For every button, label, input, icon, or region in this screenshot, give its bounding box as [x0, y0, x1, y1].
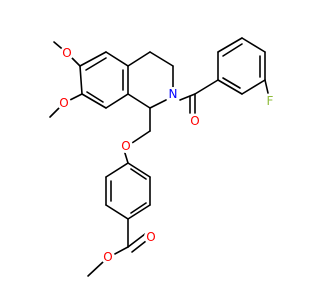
bond-ring4-d — [127, 204, 151, 220]
atom-o-ester-label: O — [103, 250, 112, 264]
bond-ring4-double-3 — [130, 168, 147, 180]
bond-ring1-e — [81, 93, 107, 109]
atom-o-ester-carbonyl: O — [144, 230, 158, 244]
atom-o-methoxy-top-label: O — [62, 46, 71, 60]
atom-o-methoxy-top-background — [60, 46, 74, 60]
bond-ring1-double-1 — [85, 57, 107, 71]
atom-o-ester-carbonyl-background — [144, 230, 158, 244]
atom-f-label: F — [267, 94, 274, 108]
bond-n-ch — [149, 99, 167, 109]
bond-ester-c-o-1 — [127, 233, 146, 248]
bond-ring3-double-3 — [222, 77, 241, 89]
bond-ch2-2 — [149, 51, 174, 67]
atom-o-methoxy-top: O — [60, 46, 74, 60]
atom-f: F — [263, 94, 277, 108]
atom-o-ester-background — [101, 250, 115, 264]
bond-ring4-c — [105, 204, 129, 220]
bond-ring3-b — [217, 37, 243, 53]
atom-o-carbonyl-amide-background — [188, 114, 202, 128]
atom-o-ether-label: O — [121, 139, 130, 153]
atom-o-ester-carbonyl-label: O — [146, 230, 155, 244]
bond-ring1-d — [105, 93, 129, 109]
atom-n-ring-background — [166, 87, 180, 101]
atom-f-background — [263, 94, 277, 108]
bond-ester-o-methyl — [87, 261, 104, 277]
bond-ring3-f — [217, 79, 243, 95]
bond-ring3-e — [241, 79, 266, 95]
bond-layer — [49, 37, 269, 277]
bond-ester-c-o-single — [112, 246, 129, 256]
bond-ch2-o-ether — [131, 130, 151, 144]
bond-ring3-c — [241, 37, 266, 53]
bond-ring1-double-3 — [86, 91, 104, 103]
atom-o-ether: O — [119, 139, 133, 153]
bond-ch-ring — [127, 93, 151, 109]
atom-o-methoxy-bottom-background — [57, 96, 71, 110]
bond-ring4-double-2 — [130, 202, 147, 214]
bond-ring4-f — [127, 162, 151, 178]
bond-ring3-f — [264, 79, 269, 94]
bond-ring3-double-1 — [222, 43, 243, 57]
bond-ring1-a — [79, 51, 107, 67]
atom-o-methoxy-bottom-label: O — [59, 96, 68, 110]
bond-ester-c-o-2 — [131, 240, 147, 253]
bond-ring4-a — [105, 162, 129, 178]
bond-carbonyl-aryl — [194, 79, 219, 95]
atom-n-ring-label: N — [169, 87, 178, 101]
atom-o-ether-background — [119, 139, 133, 153]
atom-n-ring: N — [166, 87, 180, 101]
atom-o-carbonyl-amide: O — [188, 114, 202, 128]
atom-o-methoxy-bottom: O — [57, 96, 71, 110]
bond-ch2-1 — [127, 51, 151, 67]
bond-n-carbonyl — [179, 93, 196, 101]
bond-ring1-f — [79, 65, 83, 95]
atom-o-ester: O — [101, 250, 115, 264]
bond-ring1-b — [105, 51, 129, 67]
atom-o-carbonyl-amide-label: O — [190, 114, 199, 128]
